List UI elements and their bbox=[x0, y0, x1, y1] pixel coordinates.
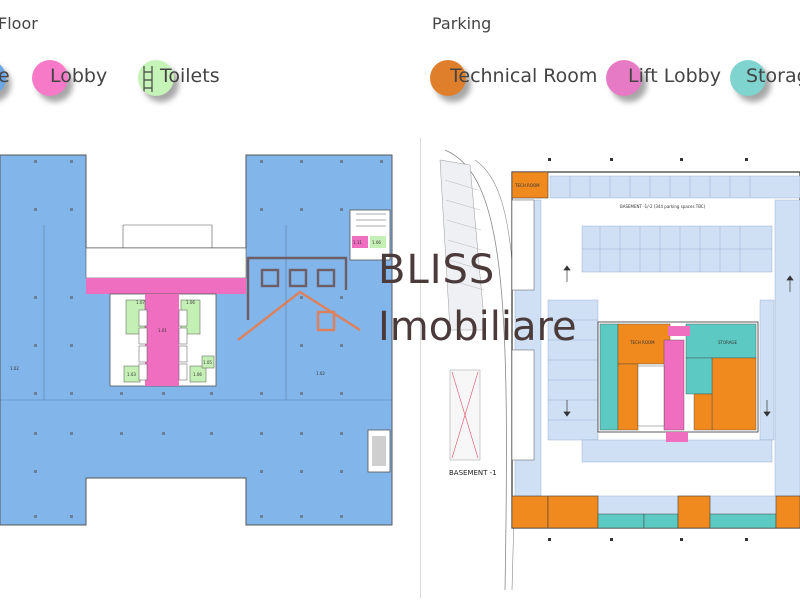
tech-room-core-1 bbox=[617, 323, 671, 365]
basement-1-label: BASEMENT -1 bbox=[449, 469, 497, 477]
room-label-left: 1.02 bbox=[10, 366, 19, 371]
room-label-top-right-2: 1.06 bbox=[372, 240, 381, 245]
section-divider bbox=[420, 138, 421, 598]
technical-room-icon bbox=[430, 60, 466, 96]
tech-room-core-3 bbox=[711, 357, 757, 431]
legend-label-office: e bbox=[0, 65, 10, 87]
storage-bottom-3 bbox=[709, 513, 777, 529]
room-label-right: 1.02 bbox=[316, 371, 325, 376]
central-core bbox=[597, 321, 759, 433]
room-label-top-right: 1.11 bbox=[353, 240, 362, 245]
room-label-c1: 1.07 bbox=[136, 300, 145, 305]
floor-section-title: Floor bbox=[0, 14, 38, 33]
toilets-icon bbox=[138, 60, 174, 96]
storage-icon bbox=[730, 60, 766, 96]
room-label-c5: 1.05 bbox=[203, 360, 212, 365]
room-label-core: 1.01 bbox=[158, 328, 167, 333]
plan-label-tech-room: TECH ROOM bbox=[514, 183, 540, 188]
storage-bottom-1 bbox=[597, 513, 645, 529]
room-label-c3: 1.03 bbox=[127, 372, 136, 377]
watermark-sub: Imobiliare bbox=[378, 304, 577, 350]
watermark-brand: BLISS bbox=[378, 247, 496, 293]
storage-left bbox=[511, 199, 535, 291]
room-label-c4: 1.06 bbox=[193, 372, 202, 377]
lobby-icon bbox=[32, 60, 68, 96]
parking-section-title: Parking bbox=[432, 14, 492, 33]
tech-room-top-left bbox=[511, 171, 549, 199]
storage-core-left bbox=[599, 323, 619, 431]
plan-label-core-tech: TECH ROOM bbox=[629, 340, 655, 345]
plan-label-storage: STORAGE bbox=[718, 340, 738, 345]
storage-bottom-2 bbox=[643, 513, 679, 529]
legend-label-storage: Storag bbox=[746, 65, 800, 87]
parking-outline bbox=[511, 171, 800, 529]
tech-room-core-2 bbox=[617, 363, 639, 431]
lift-lobby-core bbox=[663, 339, 685, 431]
tech-room-bottom-left bbox=[511, 495, 549, 529]
room-label-c2: 1.06 bbox=[186, 300, 195, 305]
office-area-icon bbox=[0, 60, 6, 96]
floor-plan: 1.02 1.02 1.01 1.07 1.06 1.03 1.06 1.05 … bbox=[0, 154, 393, 526]
lift-lobby-icon bbox=[606, 60, 642, 96]
legend-label-lift-lobby: Lift Lobby bbox=[628, 65, 721, 87]
tech-room-bottom-right bbox=[775, 495, 800, 529]
legend-label-technical-room: Technical Room bbox=[450, 65, 598, 87]
storage-core-right bbox=[685, 323, 757, 359]
legend-label-toilets: Toilets bbox=[160, 65, 220, 87]
plan-label-basement-title: BASEMENT -1/-2 (344 parking spaces TBC) bbox=[620, 204, 706, 209]
legend-label-lobby: Lobby bbox=[50, 65, 108, 87]
lobby-area bbox=[86, 278, 246, 294]
